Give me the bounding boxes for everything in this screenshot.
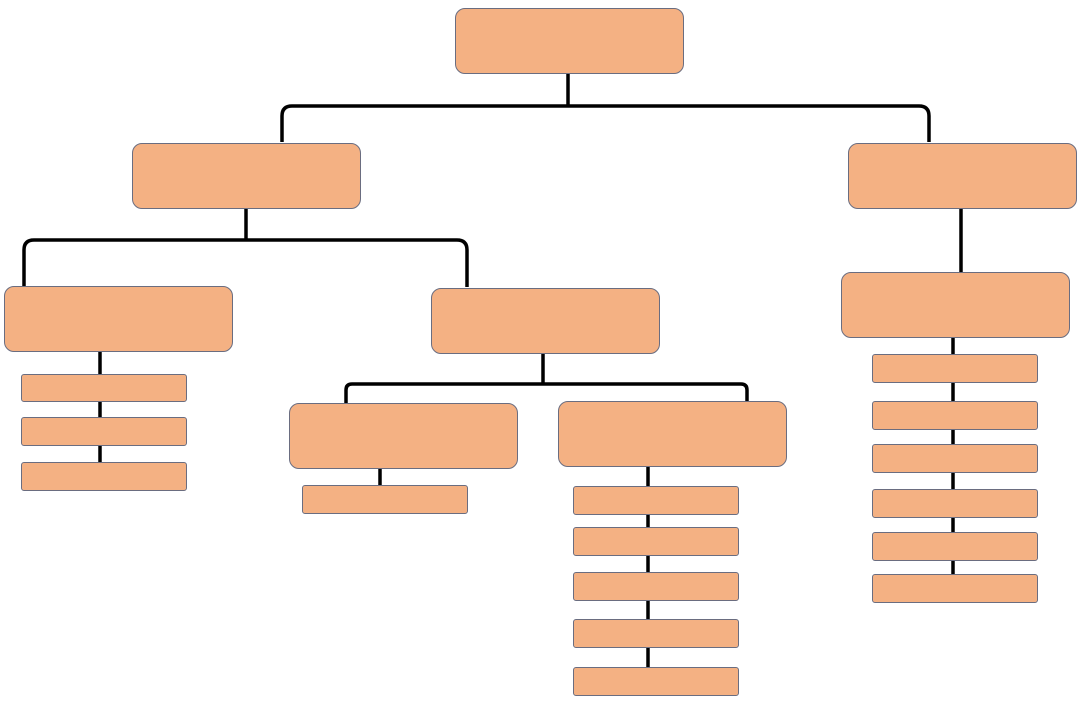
node-leaf-br-1 <box>573 486 739 515</box>
node-level2-right <box>841 272 1070 338</box>
node-root <box>455 8 684 74</box>
node-leaf-r-6 <box>872 574 1038 603</box>
node-leaf-a-3 <box>21 462 187 491</box>
node-leaf-r-2 <box>872 401 1038 430</box>
node-leaf-br-2 <box>573 527 739 556</box>
connector-l1-left-bar <box>22 238 469 287</box>
node-level1-right <box>848 143 1077 209</box>
node-level2-left-a <box>4 286 233 352</box>
node-leaf-a-1 <box>21 374 187 402</box>
connector-l2b-bar <box>344 382 749 403</box>
node-level3-b-left <box>289 403 518 469</box>
node-leaf-bl-1 <box>302 485 468 514</box>
node-leaf-r-4 <box>872 489 1038 518</box>
node-level2-left-b <box>431 288 660 354</box>
node-leaf-br-4 <box>573 619 739 648</box>
node-level3-b-right <box>558 401 787 467</box>
node-leaf-br-5 <box>573 667 739 696</box>
node-leaf-a-2 <box>21 417 187 446</box>
node-leaf-br-3 <box>573 572 739 601</box>
node-leaf-r-1 <box>872 354 1038 383</box>
node-leaf-r-3 <box>872 444 1038 473</box>
connector-root-bar <box>280 104 931 142</box>
node-leaf-r-5 <box>872 532 1038 561</box>
node-level1-left <box>132 143 361 209</box>
